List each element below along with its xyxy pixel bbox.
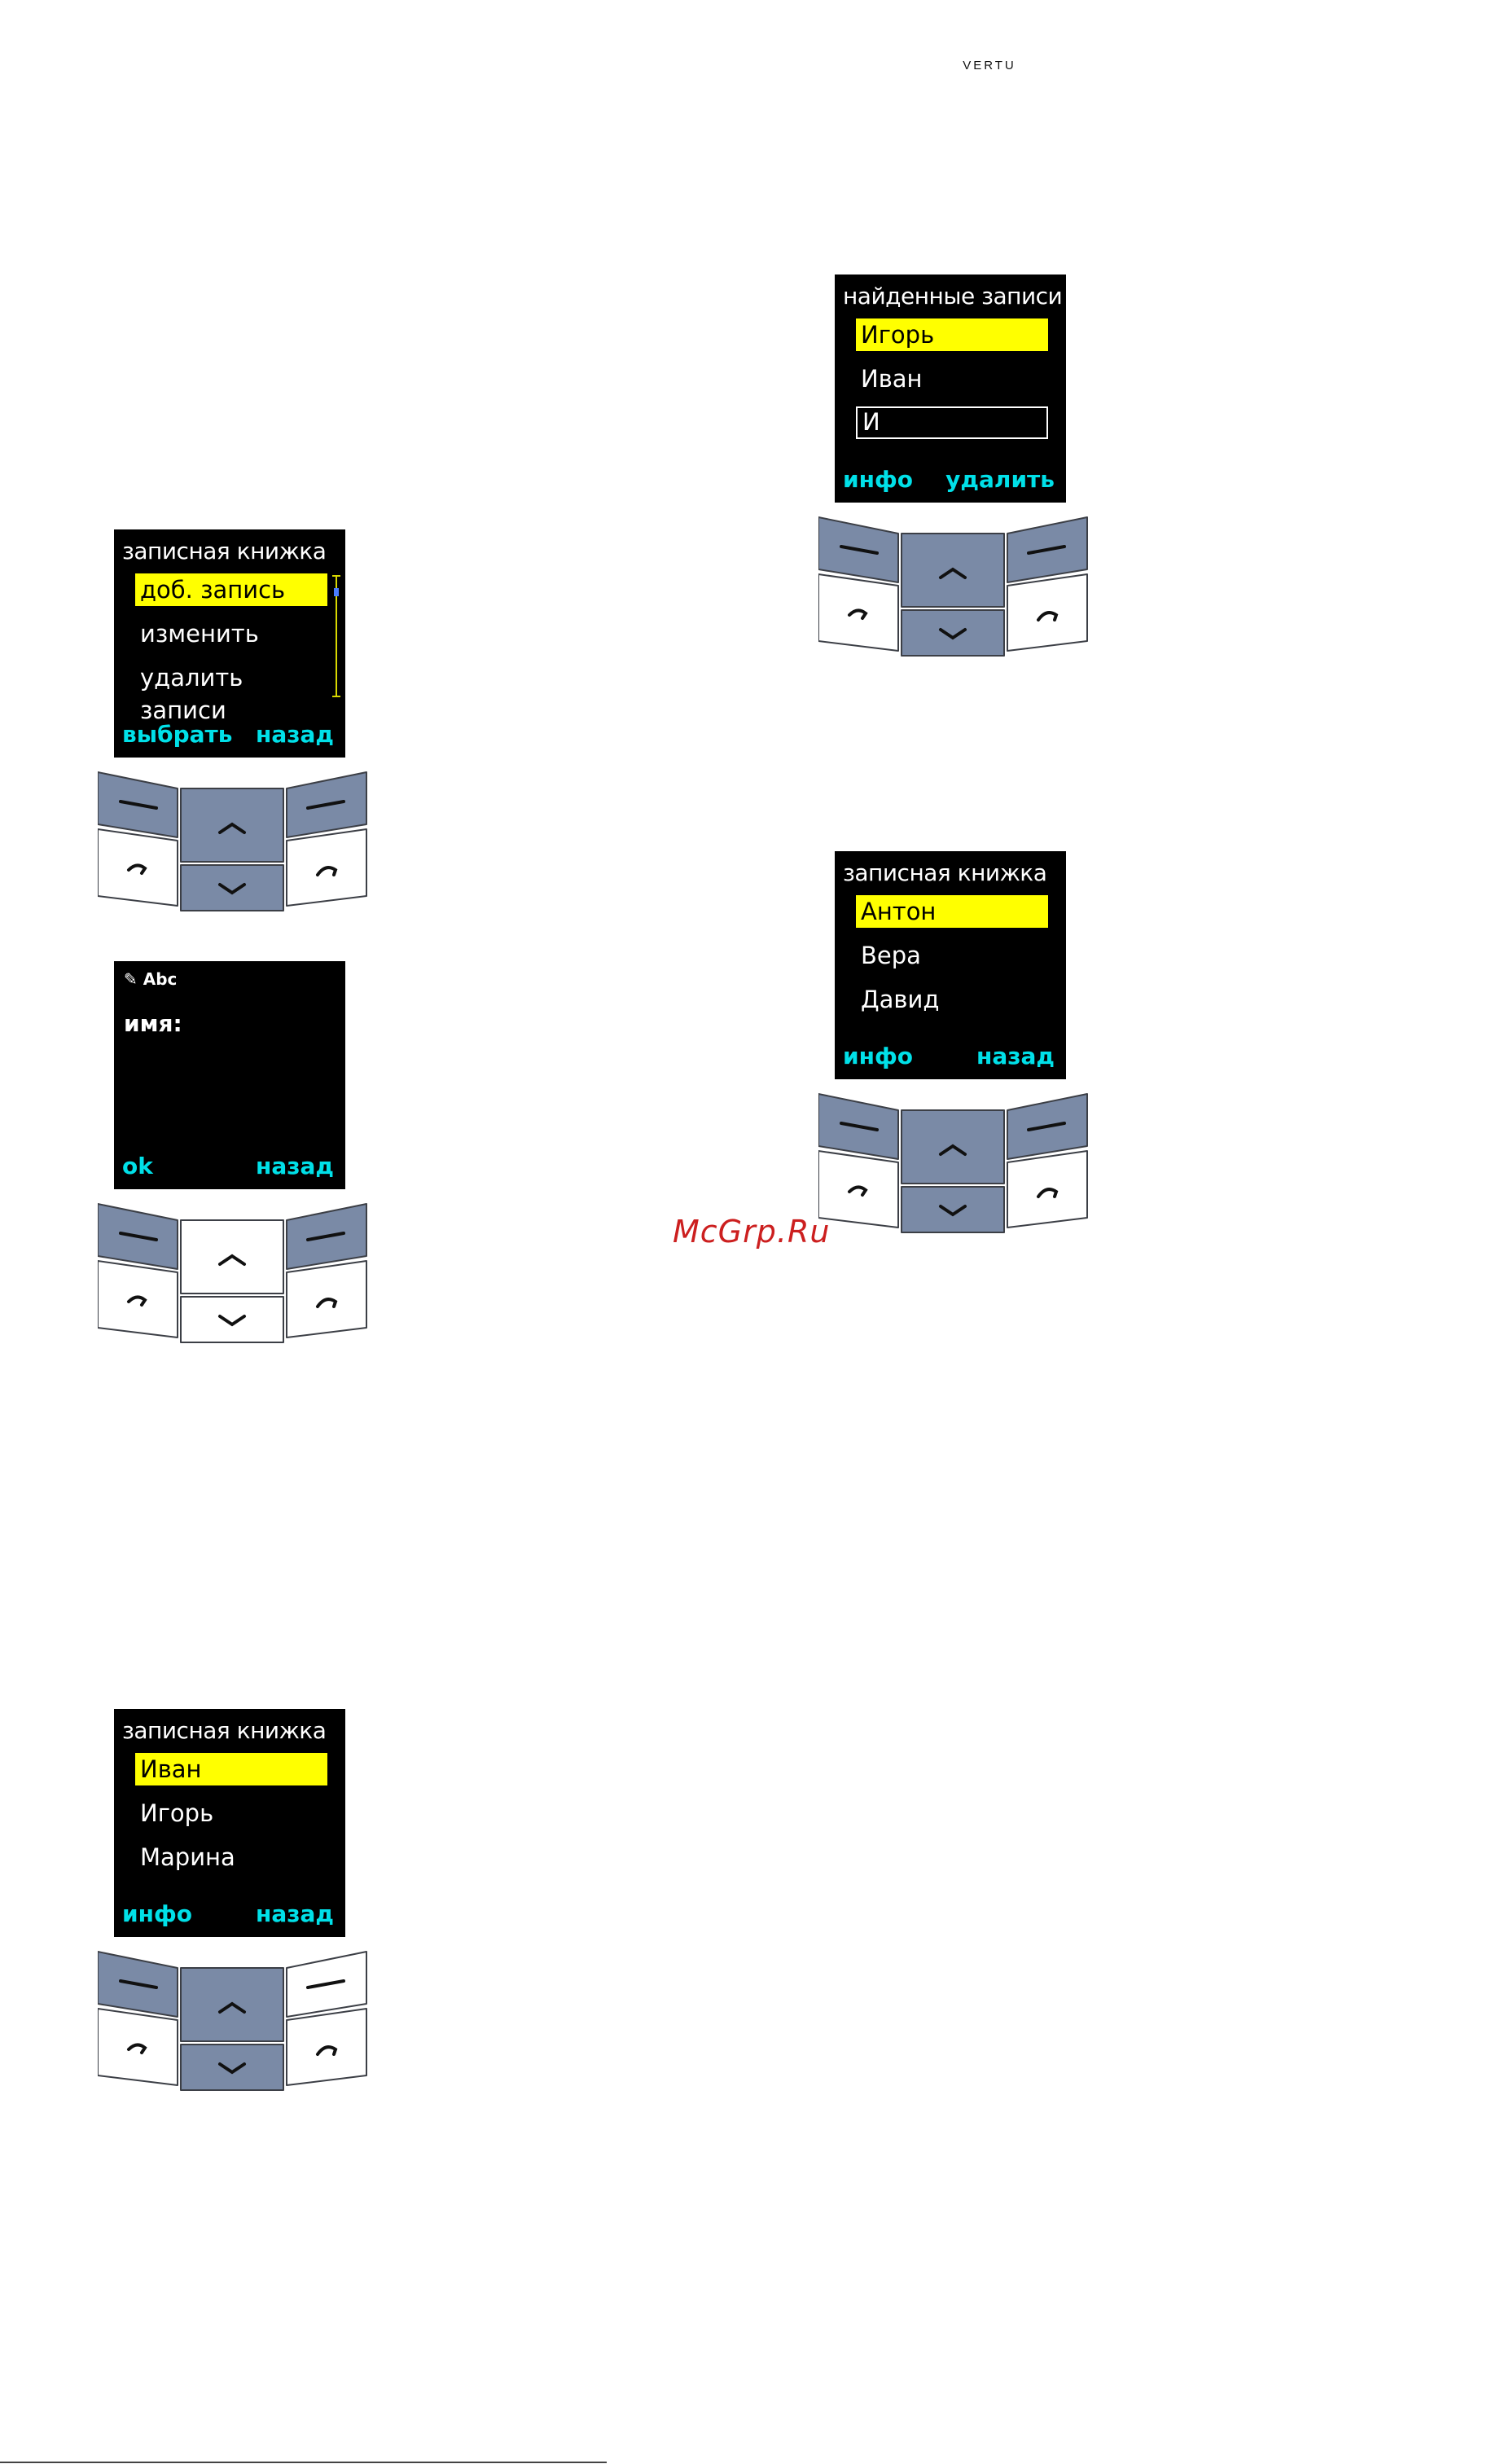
keypad bbox=[818, 1087, 1095, 1234]
call-key-shape bbox=[818, 1151, 898, 1228]
scrollbar-thumb[interactable] bbox=[334, 588, 339, 596]
right-softkey[interactable] bbox=[287, 1952, 366, 2017]
right-softkey-label: назад bbox=[256, 1900, 334, 1927]
left-softkey[interactable] bbox=[818, 1094, 898, 1159]
menu-item[interactable]: удалить записи bbox=[135, 661, 327, 694]
call-key[interactable] bbox=[818, 1151, 898, 1228]
up-key[interactable] bbox=[181, 1220, 283, 1293]
brand-logo: VERTU bbox=[961, 59, 1018, 72]
call-key-shape bbox=[818, 574, 898, 651]
screen-title: записная книжка bbox=[843, 859, 1046, 886]
down-key-shape bbox=[181, 1297, 283, 1342]
right-softkey-label: назад bbox=[976, 1043, 1055, 1069]
down-key[interactable] bbox=[181, 2045, 283, 2090]
left-softkey-label: инфо bbox=[843, 466, 913, 493]
call-key[interactable] bbox=[818, 574, 898, 651]
end-key[interactable] bbox=[1007, 574, 1087, 651]
left-softkey[interactable] bbox=[98, 1204, 178, 1269]
illustration-contact-list: записная книжка Иван Игорь Марина инфо н… bbox=[98, 1709, 375, 2100]
footer-divider bbox=[0, 2462, 607, 2463]
menu-item[interactable]: изменить bbox=[135, 617, 327, 650]
left-softkey-label: инфо bbox=[843, 1043, 913, 1069]
contact-item-selected[interactable]: Антон bbox=[856, 895, 1048, 928]
watermark: McGrp.Ru bbox=[673, 1214, 830, 1250]
down-key[interactable] bbox=[181, 1297, 283, 1342]
contact-item[interactable]: Марина bbox=[135, 1841, 327, 1873]
down-key[interactable] bbox=[181, 865, 283, 911]
right-softkey[interactable] bbox=[1007, 1094, 1087, 1159]
right-softkey-label: назад bbox=[256, 1153, 334, 1179]
illustration-contact-list-2: записная книжка Антон Вера Давид инфо на… bbox=[818, 851, 1095, 1242]
phone-screen: записная книжка доб. запись изменить уда… bbox=[114, 529, 345, 758]
up-key[interactable] bbox=[181, 788, 283, 862]
contact-item[interactable]: Давид bbox=[856, 983, 1048, 1016]
call-key-shape bbox=[98, 2009, 178, 2085]
left-softkey-label: ok bbox=[122, 1153, 153, 1179]
call-key[interactable] bbox=[98, 2009, 178, 2085]
end-key[interactable] bbox=[287, 1261, 366, 1337]
keypad bbox=[98, 1945, 375, 2092]
right-softkey[interactable] bbox=[287, 1204, 366, 1269]
left-softkey-label: выбрать bbox=[122, 721, 232, 748]
pen-icon: ✎ bbox=[124, 969, 138, 989]
result-item-selected[interactable]: Игорь bbox=[856, 318, 1048, 351]
name-field-label: имя: bbox=[124, 1010, 182, 1037]
call-key-shape bbox=[98, 1261, 178, 1337]
phone-screen: записная книжка Антон Вера Давид инфо на… bbox=[835, 851, 1066, 1079]
right-softkey[interactable] bbox=[287, 772, 366, 837]
end-key[interactable] bbox=[287, 2009, 366, 2085]
down-key[interactable] bbox=[902, 1187, 1004, 1232]
up-key[interactable] bbox=[181, 1968, 283, 2041]
contact-item[interactable]: Игорь bbox=[135, 1797, 327, 1829]
down-key[interactable] bbox=[902, 610, 1004, 656]
keypad bbox=[98, 1197, 375, 1344]
right-softkey-label: удалить bbox=[945, 466, 1055, 493]
illustration-search-results: найденные записи Игорь Иван И инфо удали… bbox=[818, 275, 1095, 665]
down-key-shape bbox=[181, 2045, 283, 2090]
left-softkey[interactable] bbox=[818, 517, 898, 582]
call-key[interactable] bbox=[98, 829, 178, 906]
screen-title: найденные записи bbox=[843, 283, 1062, 310]
phone-screen: найденные записи Игорь Иван И инфо удали… bbox=[835, 275, 1066, 503]
phone-screen: ✎ Abc имя: ok назад bbox=[114, 961, 345, 1189]
call-key-shape bbox=[98, 829, 178, 906]
right-softkey[interactable] bbox=[1007, 517, 1087, 582]
keypad bbox=[98, 766, 375, 912]
menu-item-selected[interactable]: доб. запись bbox=[135, 573, 327, 606]
left-softkey[interactable] bbox=[98, 772, 178, 837]
phone-screen: записная книжка Иван Игорь Марина инфо н… bbox=[114, 1709, 345, 1937]
keypad bbox=[818, 511, 1095, 657]
end-key[interactable] bbox=[1007, 1151, 1087, 1228]
screen-title: записная книжка bbox=[122, 538, 326, 564]
contact-item[interactable]: Вера bbox=[856, 939, 1048, 972]
illustration-phonebook-menu: записная книжка доб. запись изменить уда… bbox=[98, 529, 375, 920]
down-key-shape bbox=[902, 610, 1004, 656]
input-status: ✎ Abc bbox=[124, 969, 177, 989]
contact-item-selected[interactable]: Иван bbox=[135, 1753, 327, 1785]
end-key[interactable] bbox=[287, 829, 366, 906]
screen-title: записная книжка bbox=[122, 1717, 326, 1744]
result-item[interactable]: Иван bbox=[856, 362, 1048, 395]
down-key-shape bbox=[181, 865, 283, 911]
input-mode: Abc bbox=[143, 969, 178, 989]
call-key[interactable] bbox=[98, 1261, 178, 1337]
up-key[interactable] bbox=[902, 1110, 1004, 1184]
right-softkey-label: назад bbox=[256, 721, 334, 748]
search-input[interactable]: И bbox=[856, 406, 1048, 439]
left-softkey[interactable] bbox=[98, 1952, 178, 2017]
up-key[interactable] bbox=[902, 534, 1004, 607]
down-key-shape bbox=[902, 1187, 1004, 1232]
left-softkey-label: инфо bbox=[122, 1900, 192, 1927]
illustration-name-entry: ✎ Abc имя: ok назад bbox=[98, 961, 375, 1352]
